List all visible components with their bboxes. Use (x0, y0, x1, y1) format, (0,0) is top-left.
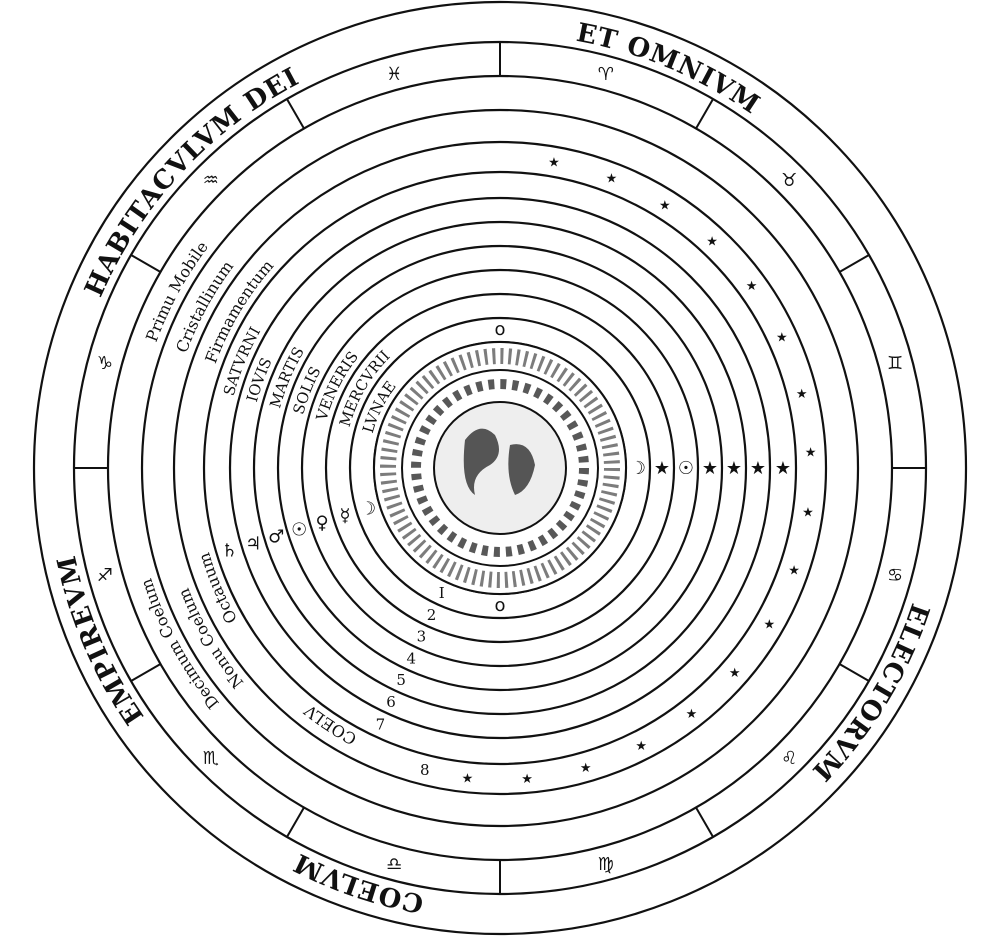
sphere-ring-3 (140, 108, 860, 828)
star-icon: ★ (788, 563, 800, 578)
axis-body-icon: ★ (702, 458, 718, 479)
zodiac-sign: ♓ (386, 64, 402, 85)
star-icon: ★ (659, 198, 671, 213)
star-icon: ★ (521, 772, 533, 787)
planet-symbol-mercury: ☿ (340, 505, 351, 526)
sphere-ring-4 (172, 140, 828, 796)
zodiac-sign: ♍ (598, 854, 614, 875)
zodiac-sign: ♊ (887, 353, 903, 374)
zodiac-sign: ♈ (598, 64, 614, 85)
earth-and-elements (373, 341, 627, 595)
star-icon: ★ (796, 387, 808, 402)
axis-body-icon: ★ (750, 458, 766, 479)
planet-symbol-venus: ♀ (316, 512, 329, 533)
axis-body-icon: ★ (775, 458, 791, 479)
sphere-ring-0 (32, 0, 968, 936)
zodiac-divider (695, 806, 714, 838)
zodiac-divider (838, 254, 870, 273)
star-icon: ★ (462, 771, 474, 786)
star-icon: ★ (802, 505, 814, 520)
sphere-number: 8 (420, 761, 430, 779)
zodiac-sign: ♑ (97, 353, 113, 374)
star-icon: ★ (729, 666, 741, 681)
star-icon: ★ (580, 761, 592, 776)
sphere-number: 2 (427, 606, 437, 624)
earth-globe (433, 401, 567, 535)
zodiac-sign: ♒ (203, 170, 219, 191)
star-icon: ★ (606, 172, 618, 187)
sphere-number: 6 (386, 693, 396, 711)
star-icon: ★ (764, 618, 776, 633)
star-icon: ★ (746, 279, 758, 294)
sphere-ring-7 (252, 220, 748, 716)
axis-body-icon: ☽ (630, 458, 646, 479)
star-icon: ★ (805, 446, 817, 461)
axis-body-icon: ★ (654, 458, 670, 479)
planet-symbol-sun: ☉ (291, 519, 307, 540)
star-icon: ★ (706, 235, 718, 250)
axis-body-icon: ★ (726, 458, 742, 479)
zodiac-divider (695, 98, 714, 130)
planet-symbol-mars: ♂ (268, 526, 284, 547)
zodiac-sign: ♉ (781, 170, 797, 191)
star-icon: ★ (686, 707, 698, 722)
planet-symbol-saturn: ♄ (221, 541, 237, 562)
star-icon: ★ (635, 739, 647, 754)
zodiac-sign: ♎ (386, 854, 402, 875)
celestial-spheres (32, 0, 968, 936)
planet-symbol-jupiter: ♃ (245, 533, 261, 554)
symbols-and-stars: ♈ ♉ ♊ ♋ ♌ ♍ ♎ ♏ ♐ ♑ ♒ ♓ ★ ★ ★ ★ ★ ★ ★ ★ ★ ★ ★ ★ ★ ★ ★ ★ ★ ♄ ♃ ♂ ☉ ♀ ☿ ☽ I234… (97, 64, 903, 875)
star-icon: ★ (776, 331, 788, 346)
zodiac-sign: ♐ (97, 565, 113, 586)
planet-symbol-moon: ☽ (360, 498, 376, 519)
sphere-ring-6 (228, 196, 772, 740)
sphere-ring-11 (348, 316, 652, 620)
sphere-number: I (439, 584, 445, 602)
zodiac-divider (130, 254, 162, 273)
bottom-marker-o: o (494, 595, 505, 616)
zodiac-divider (838, 663, 870, 682)
sphere-ring-10 (324, 292, 676, 644)
sphere-ring-9 (300, 268, 700, 668)
sphere-ring-5 (202, 170, 798, 766)
top-marker-o: o (494, 319, 505, 340)
zodiac-divider (286, 98, 305, 130)
sphere-number: 5 (396, 671, 406, 689)
outer-inscription-right: ELECTORVM (805, 600, 934, 787)
sphere-ring-8 (276, 244, 724, 692)
axis-body-icon: ☉ (678, 458, 694, 479)
zodiac-sign: ♌ (781, 748, 797, 769)
zodiac-divider (130, 663, 162, 682)
sphere-number: 7 (376, 715, 386, 733)
zodiac-divider (286, 806, 305, 838)
zodiac-sign: ♋ (887, 565, 903, 586)
sphere-number: 3 (417, 628, 427, 646)
sphere-number: 4 (406, 649, 416, 667)
zodiac-sign: ♏ (203, 748, 219, 769)
star-icon: ★ (548, 156, 560, 171)
